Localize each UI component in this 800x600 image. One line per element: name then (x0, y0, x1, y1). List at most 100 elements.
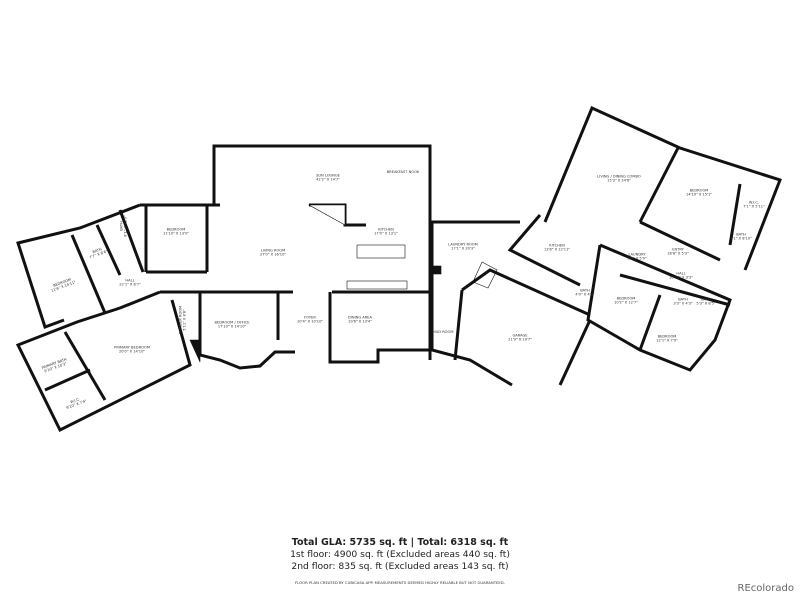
room-dimensions: 5'11" x 8'8" (183, 309, 187, 331)
wall (639, 220, 721, 262)
room-dimensions: 21'9" x 19'7" (508, 338, 532, 342)
room-dimensions: 10'10" x 3'3" (669, 276, 693, 280)
wall (638, 294, 662, 351)
brand-logo: REcolorado (737, 583, 794, 594)
room-name: BEDROOM (616, 296, 636, 301)
room-dimensions: 22'1" x 8'7" (119, 283, 141, 287)
room-dimensions: 27'0" x 16'10" (259, 253, 287, 257)
room-name: BATH (678, 297, 688, 302)
room-name: HALL (676, 271, 686, 276)
room-name: LAUNDRY ROOM (448, 242, 478, 247)
room-label: W.I.C.7'1" x 5'11" (743, 201, 764, 210)
room-name: BEDROOM (657, 334, 677, 339)
fireplace-2 (432, 265, 442, 275)
room-dimensions: 18'6" x 5'3" (667, 252, 689, 256)
wall (16, 203, 141, 329)
room-dimensions: 15'3" x 24'6" (607, 179, 631, 183)
room-dimensions: 5'3" x 8'5" (696, 302, 716, 306)
room-label: BREAKFAST NOOK (387, 170, 420, 174)
room-name: PRIMARY BEDROOM (114, 345, 150, 350)
room-dimensions: 14'10" x 15'1" (685, 193, 713, 197)
wall (15, 290, 192, 433)
fixtures (189, 204, 498, 363)
room-name: MUD ROOM (432, 329, 454, 334)
room-dimensions: 19'6" x 13'4" (348, 320, 372, 324)
room-dimensions: 17'0" x 13'1" (374, 232, 398, 236)
fireplace (189, 339, 201, 363)
room-name: DINING AREA (348, 315, 372, 320)
room-name: BATH (736, 232, 746, 237)
disclaimer: FLOOR PLAN CREATED BY CUBICASA APP. MEAS… (295, 580, 505, 585)
stairs (307, 204, 346, 226)
room-dimensions: 4'0" x 4'3" (575, 293, 595, 297)
wall (198, 292, 295, 370)
first-floor-area: 1st floor: 4900 sq. ft (Excluded areas 4… (290, 549, 510, 560)
room-dimensions: 3'3" x 4'3" (673, 302, 693, 306)
room-dimensions: 42'2" x 14'7" (316, 178, 340, 182)
wall (328, 292, 430, 364)
room-name: BEDROOM (166, 227, 186, 232)
wall (95, 224, 122, 276)
wall (63, 331, 107, 401)
second-floor-area: 2nd floor: 835 sq. ft (Excluded areas 14… (291, 560, 509, 572)
room-dimensions: 3'0" x 5'9" (627, 257, 647, 261)
wall (461, 268, 591, 317)
room-name: LIVING ROOM (260, 248, 286, 253)
room-name: BREAKFAST NOOK (386, 169, 420, 174)
wall (638, 147, 680, 223)
room-name: LAUNDRY (628, 252, 646, 257)
walls (15, 105, 782, 433)
kitchen-counter (346, 280, 408, 290)
wall (453, 289, 464, 361)
wall (543, 105, 782, 271)
wall (728, 183, 742, 246)
room-name: KITCHEN (549, 243, 565, 248)
wall (619, 273, 731, 307)
room-dimensions: 8'1" x 12'3" (124, 215, 128, 237)
wall (558, 319, 592, 386)
room-dimensions: 7'1" x 8'10" (730, 237, 752, 241)
wall (118, 209, 145, 273)
room-name: BEDROOM (689, 188, 709, 193)
stairs-2 (472, 261, 498, 289)
wall (44, 368, 91, 392)
room-name: LIVING / DINING COMBO (597, 174, 641, 179)
room-dimensions: 17'10" x 14'10" (217, 325, 247, 329)
room-name: BATH (580, 288, 590, 293)
area-totals: Total GLA: 5735 sq. ft | Total: 6318 sq.… (0, 537, 800, 572)
room-name: KITCHEN (378, 227, 394, 232)
kitchen-island (356, 244, 406, 259)
room-name: HALL (125, 278, 135, 283)
room-dimensions: 20'0" x 14'10" (118, 350, 146, 354)
room-dimensions: 10'2" x 12'7" (614, 301, 638, 305)
room-dimensions: 17'1" x 20'3" (451, 247, 475, 251)
room-name: BATH (701, 297, 711, 302)
room-name: FOYER (304, 315, 316, 320)
room-name: SUN LOUNGE (316, 173, 340, 178)
room-label: MUD ROOM (433, 330, 454, 334)
wall (507, 214, 581, 287)
